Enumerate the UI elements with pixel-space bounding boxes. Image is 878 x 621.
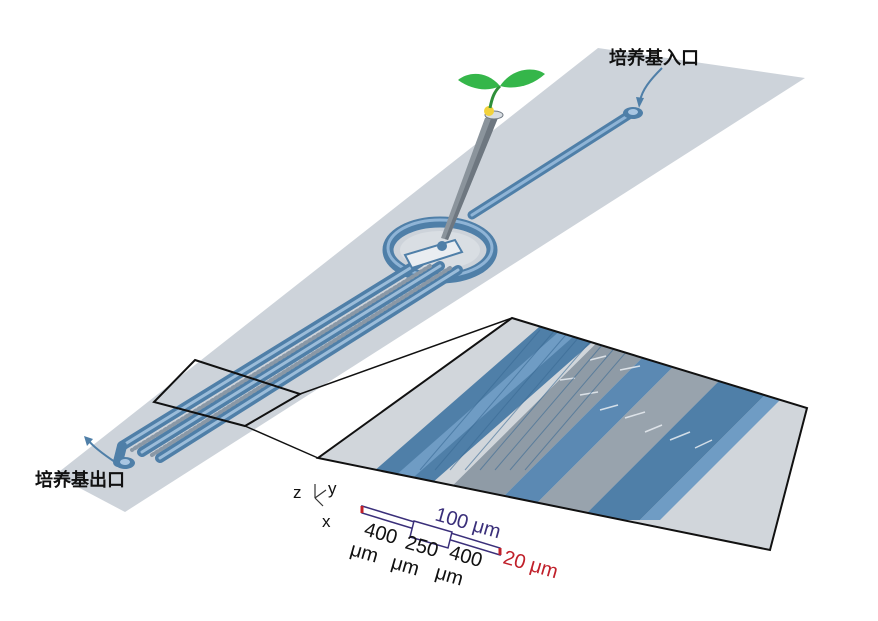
- axis-y-label: y: [328, 479, 337, 498]
- outlet-label: 培养基出口: [35, 469, 125, 491]
- outlet-port: [113, 441, 135, 469]
- inlet-label: 培养基入口: [609, 47, 699, 69]
- zoom-connector-bottom: [244, 425, 319, 459]
- channel-depth-label: 20 μm: [501, 547, 561, 584]
- dimension-bar: [360, 504, 502, 557]
- axis-x-label: x: [322, 512, 331, 531]
- outlet-arrow-head: [84, 436, 93, 446]
- inlet-channel: [467, 108, 637, 220]
- inlet-port: [623, 107, 643, 119]
- seedling-icon: [441, 69, 545, 240]
- zoom-connector-top: [299, 317, 513, 395]
- main-channels: [117, 257, 463, 463]
- inlet-arrow-head: [636, 97, 644, 108]
- zoom-inset: [315, 316, 809, 552]
- axis-z-label: z: [293, 483, 302, 502]
- axis-indicator: z y x: [293, 479, 337, 531]
- root-insertion-zone: [403, 238, 464, 270]
